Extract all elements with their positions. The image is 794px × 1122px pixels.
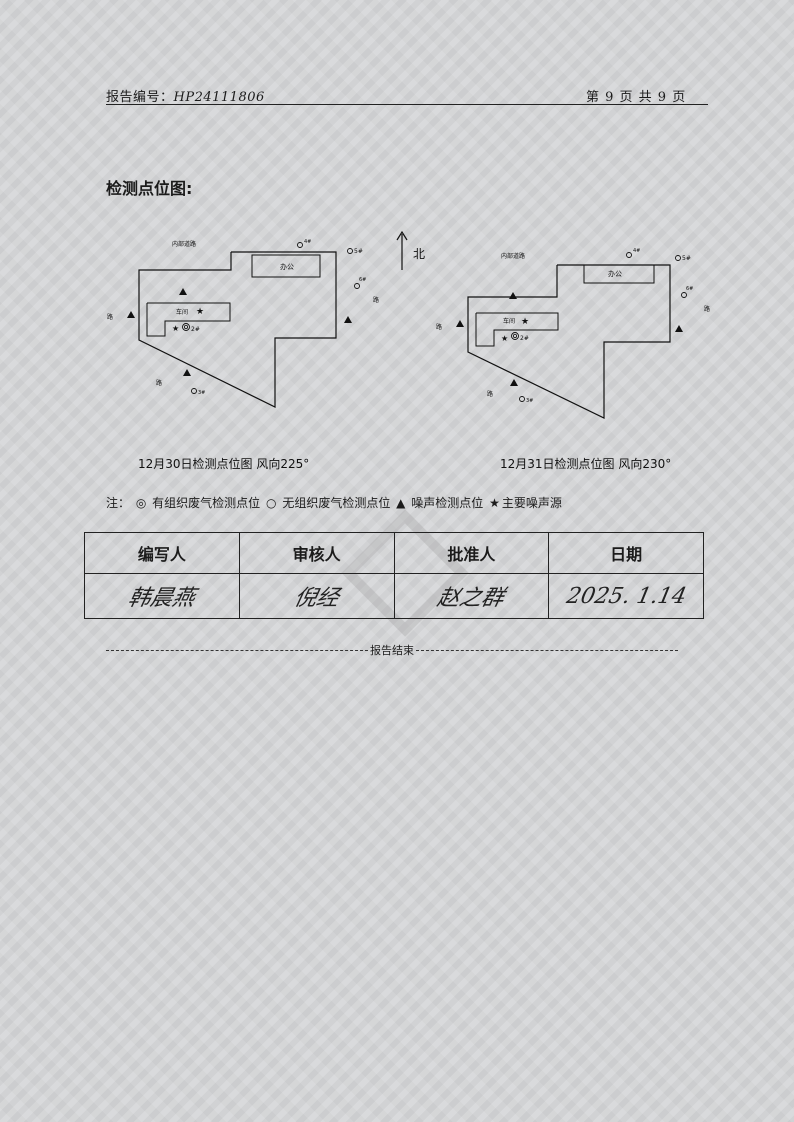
author-signature-cell: 韩晨燕 <box>84 573 240 619</box>
road-label-east: 路 <box>373 296 379 304</box>
site-boundary <box>467 264 671 419</box>
unorganized-point-6 <box>354 283 360 289</box>
approver-signature-cell: 赵之群 <box>393 573 550 619</box>
noise-point <box>456 320 464 327</box>
office-building <box>583 264 655 284</box>
page-info: 第 9 页 共 9 页 <box>586 90 687 105</box>
inner-road-label: 内部道路 <box>172 240 196 248</box>
unorganized-point-6 <box>681 292 687 298</box>
point-label-2: 2# <box>191 326 200 333</box>
signature-row: 韩晨燕 倪经 赵之群 2025. 1.14 <box>84 573 704 619</box>
noise-point-icon: ▲ <box>396 496 406 510</box>
road-label-west: 路 <box>107 313 113 321</box>
workshop-label: 车间 <box>176 308 188 316</box>
point-label-6: 6# <box>359 277 366 283</box>
site-boundary <box>138 251 337 408</box>
inner-road-label: 内部道路 <box>501 252 525 260</box>
noise-source-star: ★ <box>172 324 179 333</box>
report-number: 报告编号：HP24111806 <box>106 86 265 105</box>
end-dash-right <box>416 649 678 651</box>
monitoring-maps: 北 办公 车间 ★ ★ 2# 内部道路 路 路 路 4# 5# 6# 3# 办公 <box>107 230 710 471</box>
report-number-value: HP24111806 <box>173 90 265 105</box>
office-building <box>251 254 321 278</box>
map-dec-31: 办公 车间 ★ ★ 2# 内部道路 路 路 路 4# 5# 6# 3# <box>436 248 710 419</box>
noise-point <box>127 311 135 318</box>
signature-header-row: 编写人 审核人 批准人 日期 <box>84 532 704 574</box>
workshop-building <box>146 302 231 337</box>
point-label-2: 2# <box>520 335 529 342</box>
unorganized-point-3 <box>191 388 197 394</box>
point-label-6: 6# <box>686 286 693 292</box>
road-label-west: 路 <box>436 323 442 331</box>
reviewer-signature-cell: 倪经 <box>238 573 395 619</box>
noise-point <box>179 288 187 295</box>
noise-point <box>510 379 518 386</box>
noise-point <box>675 325 683 332</box>
noise-source-star: ★ <box>196 307 204 317</box>
road-label-south: 路 <box>487 390 493 398</box>
workshop-building <box>475 312 559 347</box>
noise-point <box>344 316 352 323</box>
legend-organized: 有组织废气检测点位 <box>152 496 261 510</box>
point-label-3: 3# <box>198 390 205 396</box>
header-reviewer: 审核人 <box>238 532 395 574</box>
office-label: 办公 <box>608 269 622 278</box>
reviewer-signature: 倪经 <box>291 586 341 611</box>
header-date: 日期 <box>548 532 704 574</box>
workshop-label: 车间 <box>503 317 515 325</box>
approver-signature: 赵之群 <box>435 586 507 611</box>
unorganized-point-4 <box>626 252 632 258</box>
legend-noise: 噪声检测点位 <box>411 496 484 510</box>
unorganized-point-icon: ○ <box>266 496 277 510</box>
date-signature: 2025. 1.14 <box>563 583 689 609</box>
unorganized-point-5 <box>347 248 353 254</box>
unorganized-point-4 <box>297 242 303 248</box>
header-rule <box>106 104 708 105</box>
north-compass: 北 <box>396 230 425 270</box>
road-label-south: 路 <box>156 379 162 387</box>
report-end-text: 报告结束 <box>370 644 414 657</box>
report-number-label: 报告编号： <box>106 90 174 105</box>
map-dec-30: 办公 车间 ★ ★ 2# 内部道路 路 路 路 4# 5# 6# 3# <box>107 239 379 408</box>
point-label-5: 5# <box>682 255 691 262</box>
noise-point <box>183 369 191 376</box>
legend-source: 主要噪声源 <box>501 496 562 510</box>
legend-prefix: 注： <box>106 496 131 510</box>
caption-dec-30: 12月30日检测点位图 风向225° <box>138 456 309 471</box>
organized-point-2 <box>182 323 190 331</box>
point-label-3: 3# <box>526 398 533 404</box>
office-label: 办公 <box>280 262 294 271</box>
signature-table: 编写人 审核人 批准人 日期 韩晨燕 倪经 赵之群 2025. 1.14 <box>84 532 704 619</box>
noise-source-star: ★ <box>501 334 508 343</box>
noise-source-star: ★ <box>521 317 529 327</box>
unorganized-point-3 <box>519 396 525 402</box>
point-label-5: 5# <box>354 248 363 255</box>
end-dash-left <box>106 649 368 651</box>
noise-source-icon: ★ <box>489 496 500 510</box>
point-label-4: 4# <box>633 248 640 254</box>
header-author: 编写人 <box>84 532 240 574</box>
compass-label: 北 <box>413 247 425 261</box>
header-approver: 批准人 <box>393 532 550 574</box>
report-end-line: 报告结束 <box>106 642 678 658</box>
section-title: 检测点位图: <box>106 179 193 198</box>
organized-point-icon: ◎ <box>135 496 147 510</box>
point-label-4: 4# <box>304 239 311 245</box>
road-label-east: 路 <box>704 305 710 313</box>
noise-point <box>509 292 517 299</box>
unorganized-point-5 <box>675 255 681 261</box>
caption-dec-31: 12月31日检测点位图 风向230° <box>500 456 671 471</box>
legend-unorganized: 无组织废气检测点位 <box>282 496 391 510</box>
date-signature-cell: 2025. 1.14 <box>548 573 704 619</box>
author-signature: 韩晨燕 <box>125 586 198 611</box>
legend: 注： ◎ 有组织废气检测点位 ○ 无组织废气检测点位 ▲ 噪声检测点位 ★主要噪… <box>106 494 562 511</box>
organized-point-2 <box>511 332 519 340</box>
